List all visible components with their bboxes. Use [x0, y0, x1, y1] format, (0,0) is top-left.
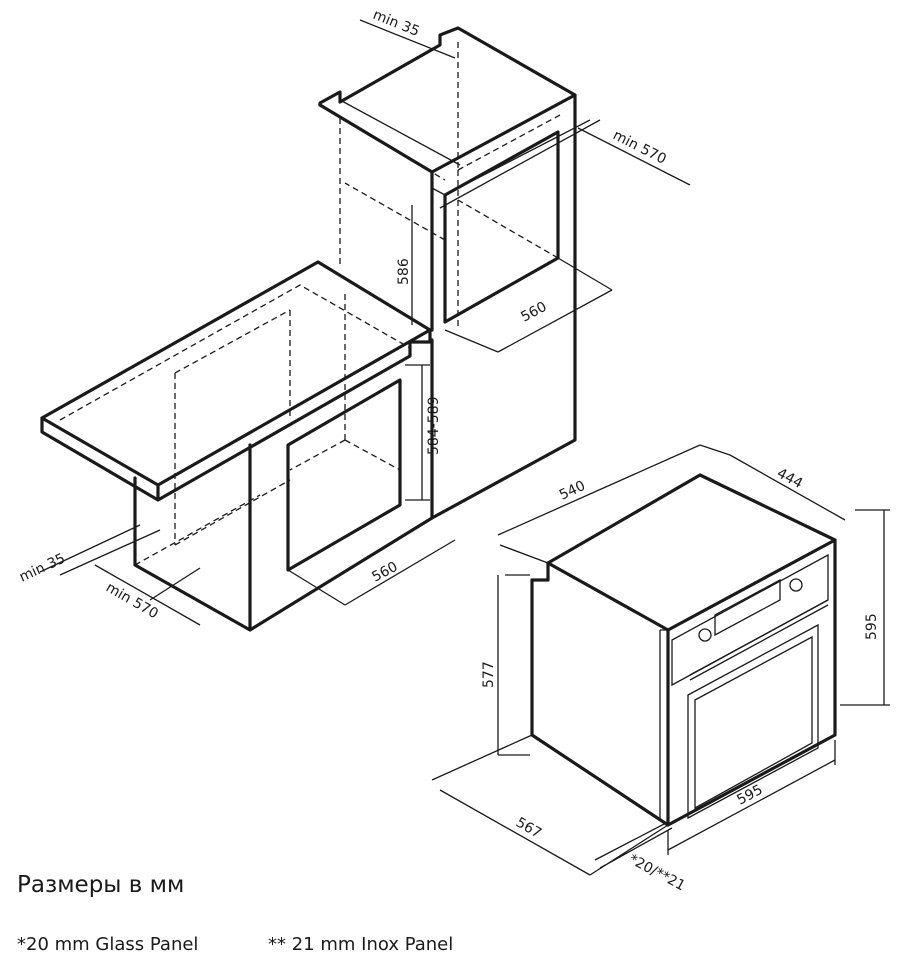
dim-oven-body-height: 577	[481, 661, 497, 688]
countertop	[40, 260, 432, 545]
lower-cabinet	[133, 338, 434, 632]
note-glass-panel: *20 mm Glass Panel	[17, 934, 199, 955]
tall-cabinet	[318, 26, 577, 520]
dim-oven-height: 595	[864, 613, 880, 640]
dim-tall-depth: min 570	[610, 127, 669, 167]
units-title: Размеры в мм	[17, 872, 185, 898]
dim-tall-height: 586	[396, 258, 412, 285]
dim-under-gap: min 35	[17, 551, 68, 586]
dim-oven-depth-top: 540	[557, 478, 588, 504]
oven-knob-right	[789, 578, 803, 592]
dim-tall-width: 560	[518, 299, 549, 326]
oven-knob-left	[698, 628, 712, 642]
dim-under-height: 584-589	[426, 397, 442, 456]
dimension-lines	[39, 19, 890, 876]
note-inox-panel: ** 21 mm Inox Panel	[268, 934, 454, 955]
dim-oven-body-depth: 567	[513, 815, 544, 842]
oven	[530, 473, 837, 827]
dim-oven-panel: *20/**21	[626, 851, 688, 894]
